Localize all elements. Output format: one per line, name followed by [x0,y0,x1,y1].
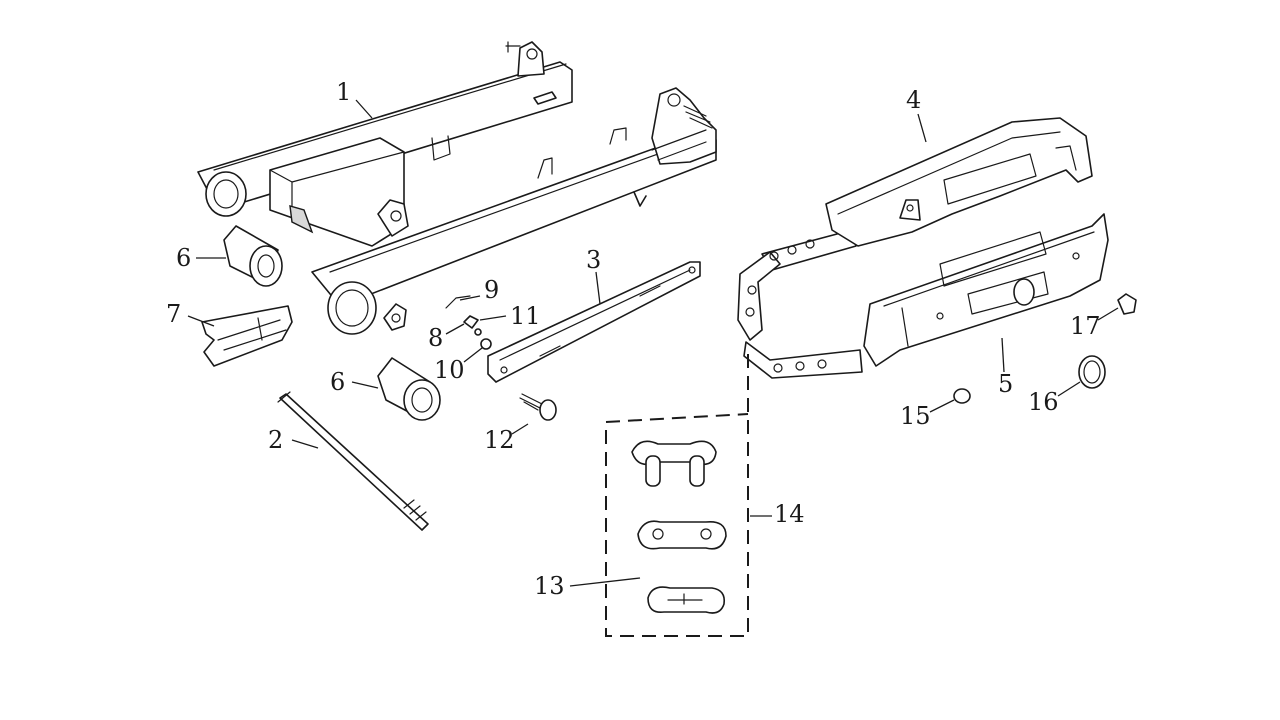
callout-1: 1 [336,78,351,106]
callout-11: 11 [510,302,541,330]
chain-guard-lower [863,213,1109,367]
callout-16: 16 [1028,388,1059,416]
callout-6-upper: 6 [176,244,191,272]
callout-labels: 1 2 3 4 5 6 6 7 8 9 10 11 12 13 14 15 16… [166,78,1101,600]
callout-14: 14 [774,500,805,528]
callout-10: 10 [434,356,465,384]
pivot-bushing-upper [223,225,283,287]
pivot-bushing-lower [377,357,441,421]
callout-3: 3 [586,246,601,274]
callout-17: 17 [1070,312,1101,340]
callout-13: 13 [534,572,565,600]
callout-12: 12 [484,426,515,454]
swing-arm [197,41,717,335]
swing-arm-protector [487,261,701,383]
drive-chain [737,229,863,379]
callout-6-lower: 6 [330,368,345,396]
callout-15: 15 [900,402,931,430]
chain-slider [201,305,293,367]
pivot-shaft [277,391,429,531]
callout-9: 9 [484,276,499,304]
callout-5: 5 [998,370,1013,398]
callout-4: 4 [906,86,921,114]
callout-8: 8 [428,324,443,352]
callout-7: 7 [166,300,181,328]
master-link-kit [605,354,749,637]
callout-2: 2 [268,426,283,454]
bolt-12 [519,393,557,421]
guard-hardware [953,293,1137,404]
chain-guard-upper [825,117,1093,247]
small-hardware [445,295,492,350]
leader-lines [187,99,1119,587]
